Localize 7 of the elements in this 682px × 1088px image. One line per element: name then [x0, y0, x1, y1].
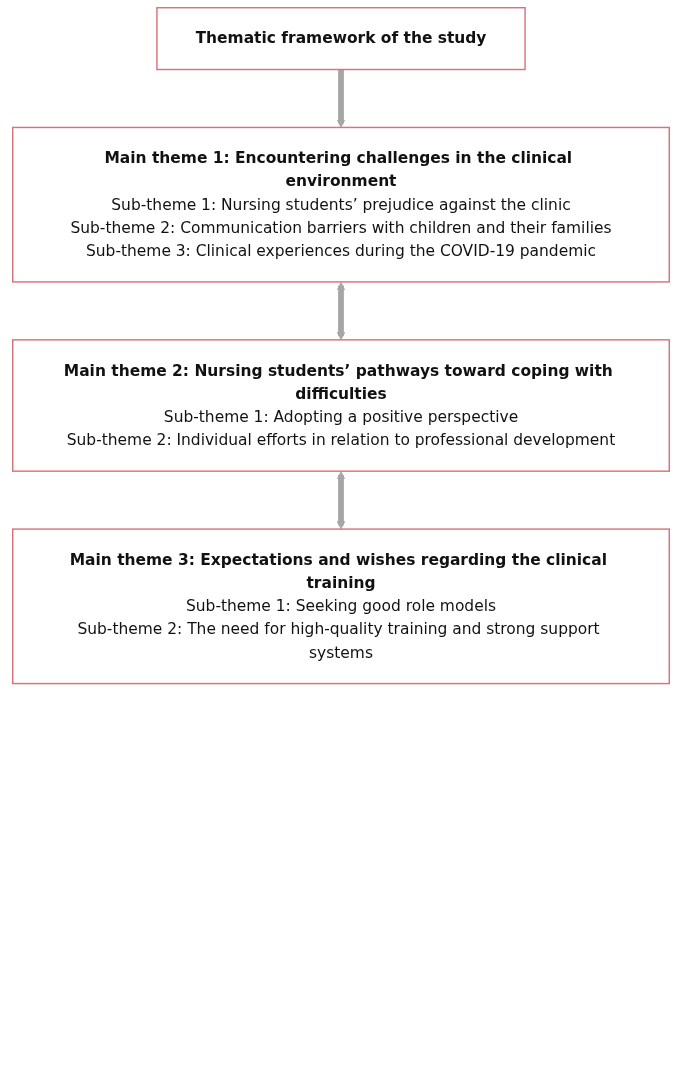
arrow [336, 69, 346, 128]
node-box: Main theme 1: Encountering challenges in the clinical environment Sub-theme 1: Nursing students’ prejudice against the clinic Sub-theme 2: Communication barriers with children and their families Sub-theme 3: Clinical experiences during the COVID-19 pandemic [12, 126, 670, 283]
arrow [336, 471, 346, 530]
node-box: Main theme 3: Expectations and wishes regarding the clinical training Sub-theme 1: Seeking good role models Sub-theme 2: The need for high-quality training and strong support systems [12, 528, 670, 685]
node-box: Thematic framework of the study [156, 7, 526, 71]
arrow [336, 281, 346, 341]
node-box: Main theme 2: Nursing students’ pathways toward coping with difficulties Sub-theme 1: Adopting a positive perspective Sub-theme 2: Individual efforts in relation to professional development [12, 339, 670, 472]
